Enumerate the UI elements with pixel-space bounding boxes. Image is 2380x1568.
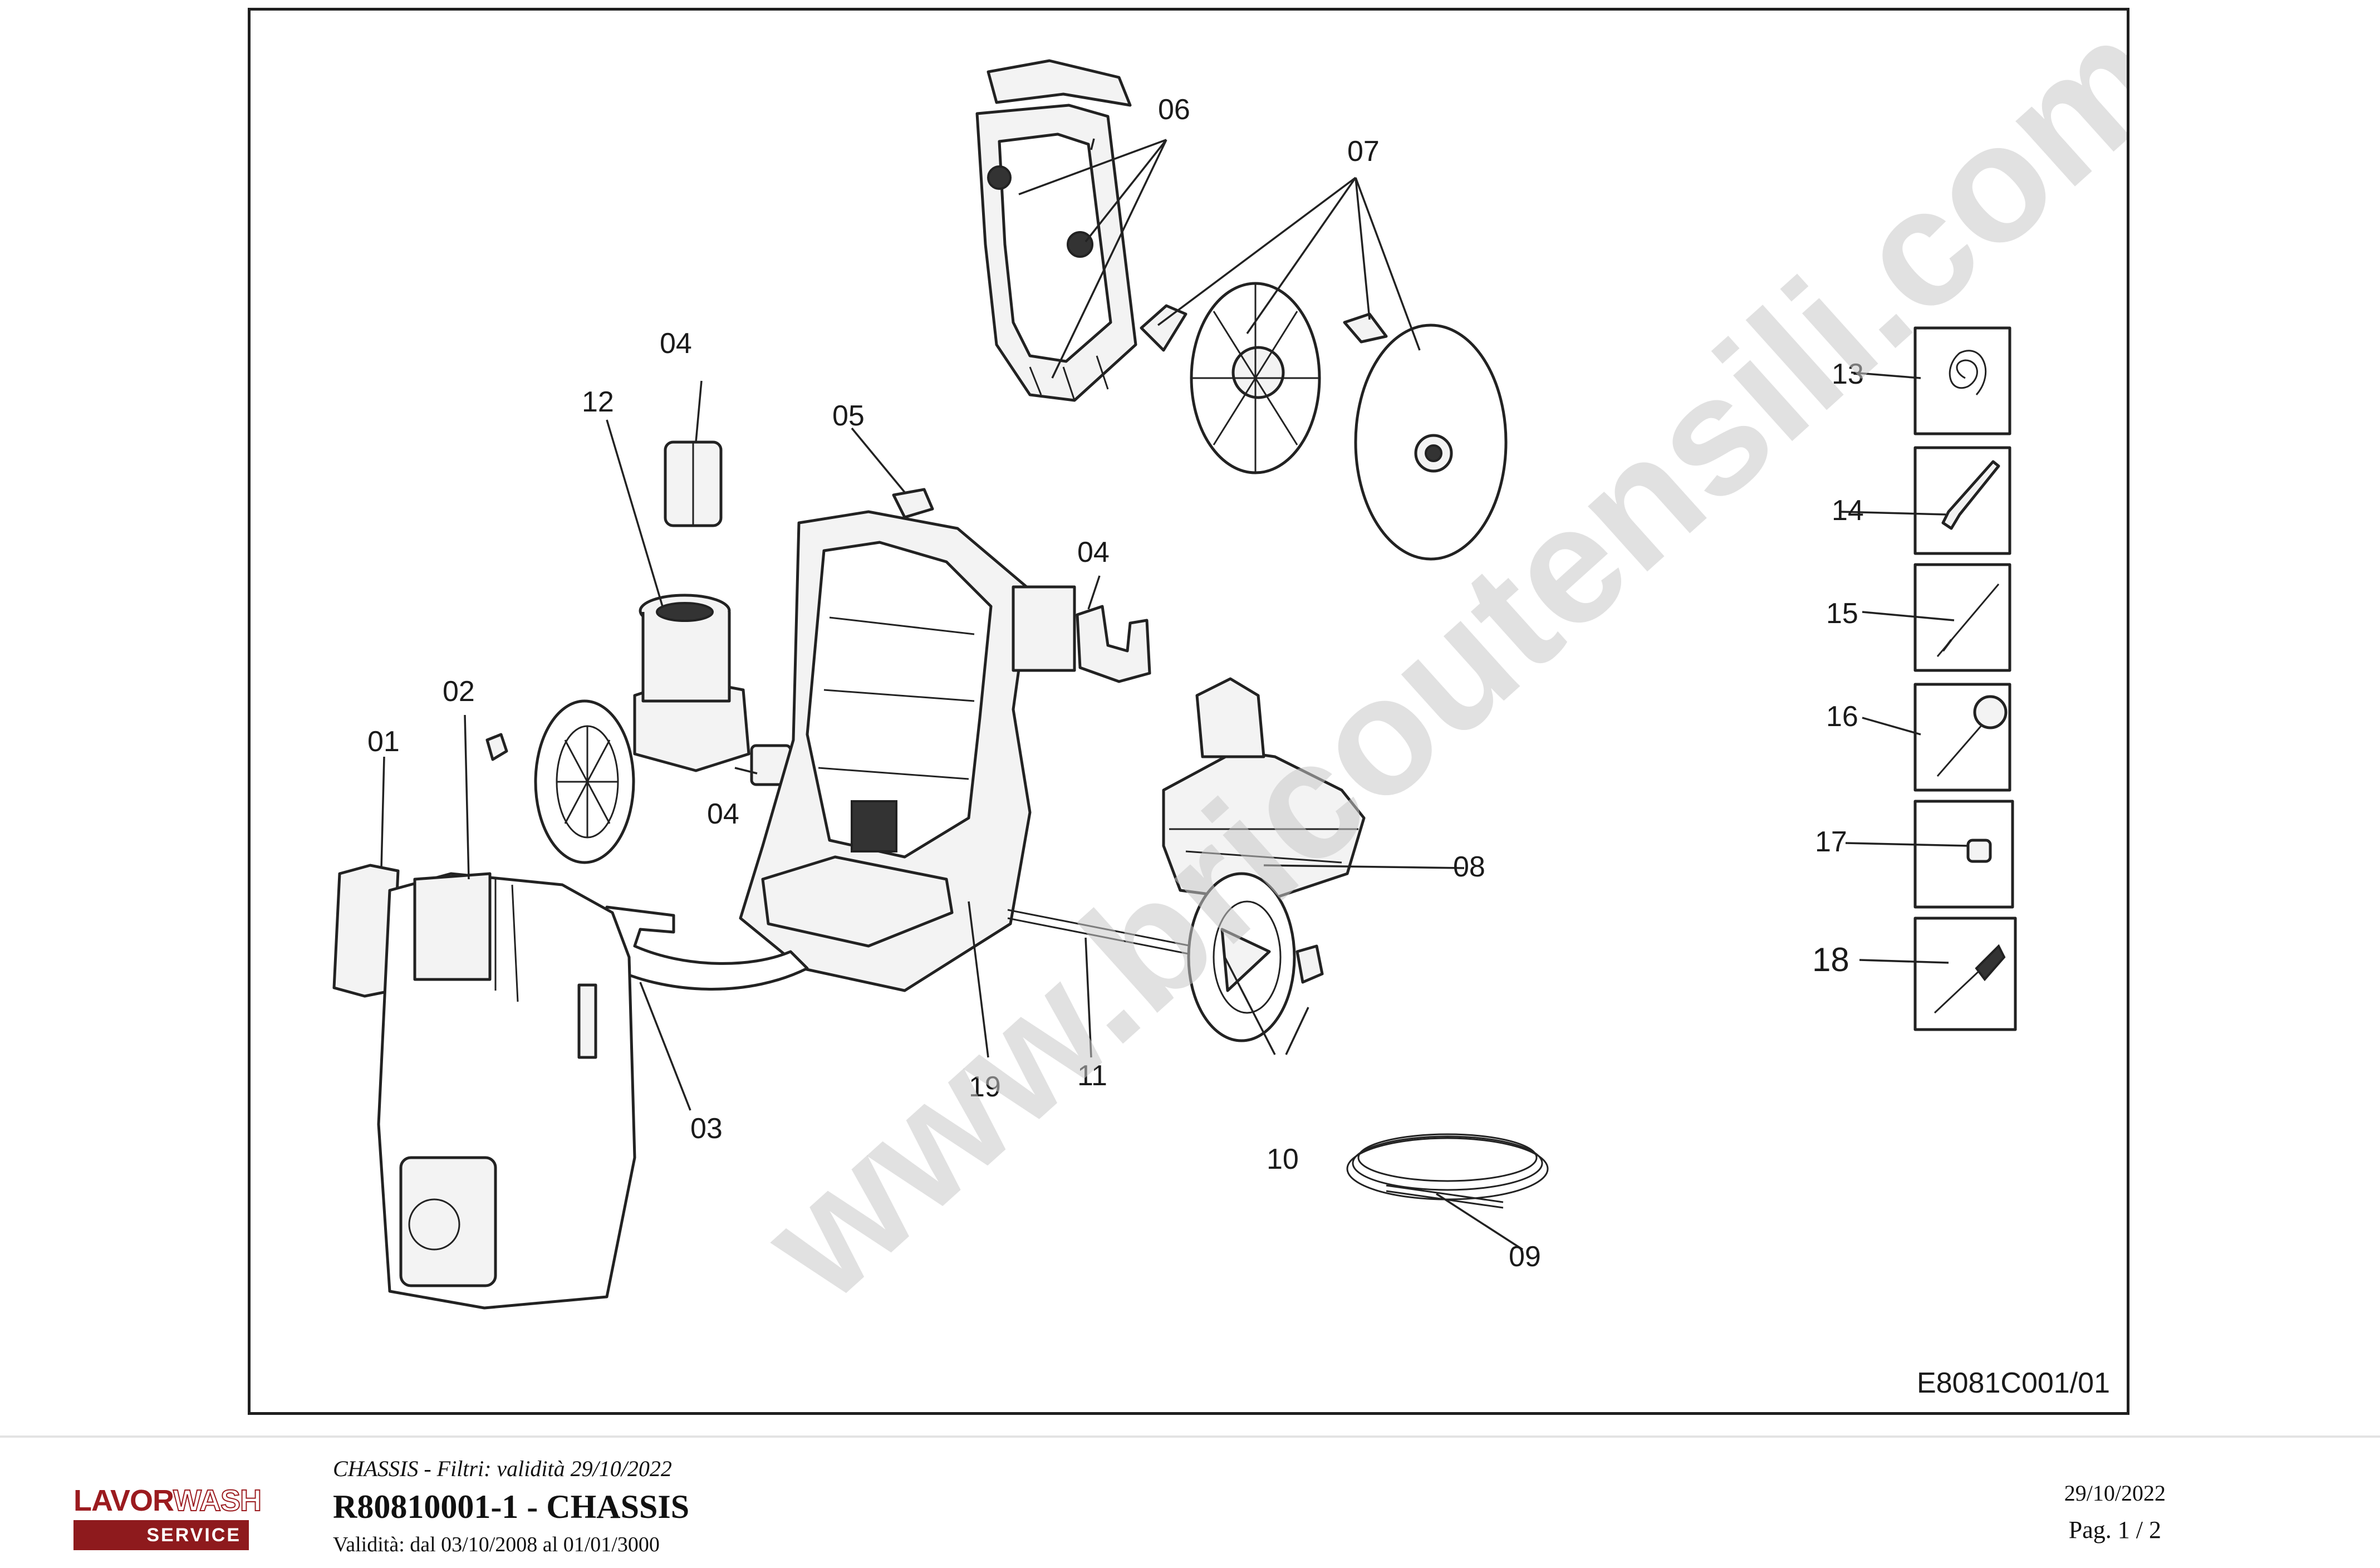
callout-06: 06 — [1158, 94, 1190, 126]
callout-09: 09 — [1509, 1241, 1541, 1273]
part-11-axle — [1007, 909, 1192, 955]
lavorwash-service-logo: LAVORWASH SERVICE — [73, 1484, 262, 1552]
callout-15: 15 — [1826, 597, 1858, 630]
callout-11: 11 — [1077, 1060, 1107, 1092]
callout-05: 05 — [832, 400, 865, 432]
filter-line: CHASSIS - Filtri: validità 29/10/2022 — [333, 1456, 672, 1481]
logo-wordmark: LAVORWASH — [73, 1484, 262, 1517]
accessory-box-16 — [1913, 683, 2011, 792]
part-03-hook-bracket — [605, 905, 809, 991]
callout-10: 10 — [1267, 1143, 1299, 1175]
callout-19: 19 — [969, 1071, 1001, 1103]
part-12-filter-housing — [633, 594, 750, 772]
part-front-cover — [377, 872, 636, 1310]
part-09-hose — [1346, 1133, 1549, 1209]
callout-07: 07 — [1347, 135, 1380, 168]
callout-08: 08 — [1453, 851, 1485, 883]
callout-04-top: 04 — [660, 327, 692, 360]
callout-04-right: 04 — [1077, 536, 1110, 569]
page-number: Pag. 1 / 2 — [2068, 1516, 2161, 1543]
callout-01: 01 — [367, 726, 400, 758]
callout-labels: 06 07 04 12 05 04 02 01 04 08 03 19 11 1… — [367, 94, 1864, 1273]
part-08-accessory-tray — [1162, 677, 1366, 903]
callout-02: 02 — [443, 675, 475, 708]
callout-16: 16 — [1826, 700, 1858, 733]
part-19-main-chassis — [739, 510, 1076, 992]
callout-17: 17 — [1815, 826, 1847, 858]
callout-13: 13 — [1832, 358, 1864, 390]
callout-12: 12 — [582, 386, 614, 418]
logo-primary: LAVOR — [73, 1484, 174, 1517]
validity-line: Validità: dal 03/10/2008 al 01/01/3000 — [333, 1533, 660, 1556]
callout-14: 14 — [1832, 494, 1864, 527]
part-06-handle-frame — [975, 59, 1137, 402]
leader-lines — [380, 138, 1969, 1251]
exploded-parts-diagram: 06 07 04 12 05 04 02 01 04 08 03 19 11 1… — [332, 11, 2127, 1336]
document-date: 29/10/2022 — [2064, 1481, 2166, 1506]
logo-secondary: WASH — [173, 1484, 262, 1517]
part-05-connector — [892, 488, 934, 519]
callout-04-small: 04 — [707, 798, 739, 830]
footer-divider — [0, 1435, 2380, 1438]
diagram-frame: 06 07 04 12 05 04 02 01 04 08 03 19 11 1… — [248, 8, 2129, 1415]
drawing-code: E8081C001/01 — [1917, 1367, 2110, 1399]
accessory-box-14 — [1913, 446, 2011, 555]
accessory-box-18 — [1913, 917, 2017, 1031]
document-title: R80810001-1 - CHASSIS — [333, 1488, 690, 1525]
part-07-hose-reel — [1140, 282, 1508, 561]
callout-03: 03 — [690, 1113, 723, 1145]
part-04-filter-a — [664, 440, 723, 527]
callout-18: 18 — [1812, 941, 1849, 978]
logo-service-band: SERVICE — [73, 1520, 249, 1550]
accessory-box-17 — [1913, 800, 2014, 909]
accessory-box-13 — [1913, 326, 2011, 435]
part-02-left-wheel — [485, 699, 635, 864]
part-04-bracket-b — [1076, 605, 1151, 683]
